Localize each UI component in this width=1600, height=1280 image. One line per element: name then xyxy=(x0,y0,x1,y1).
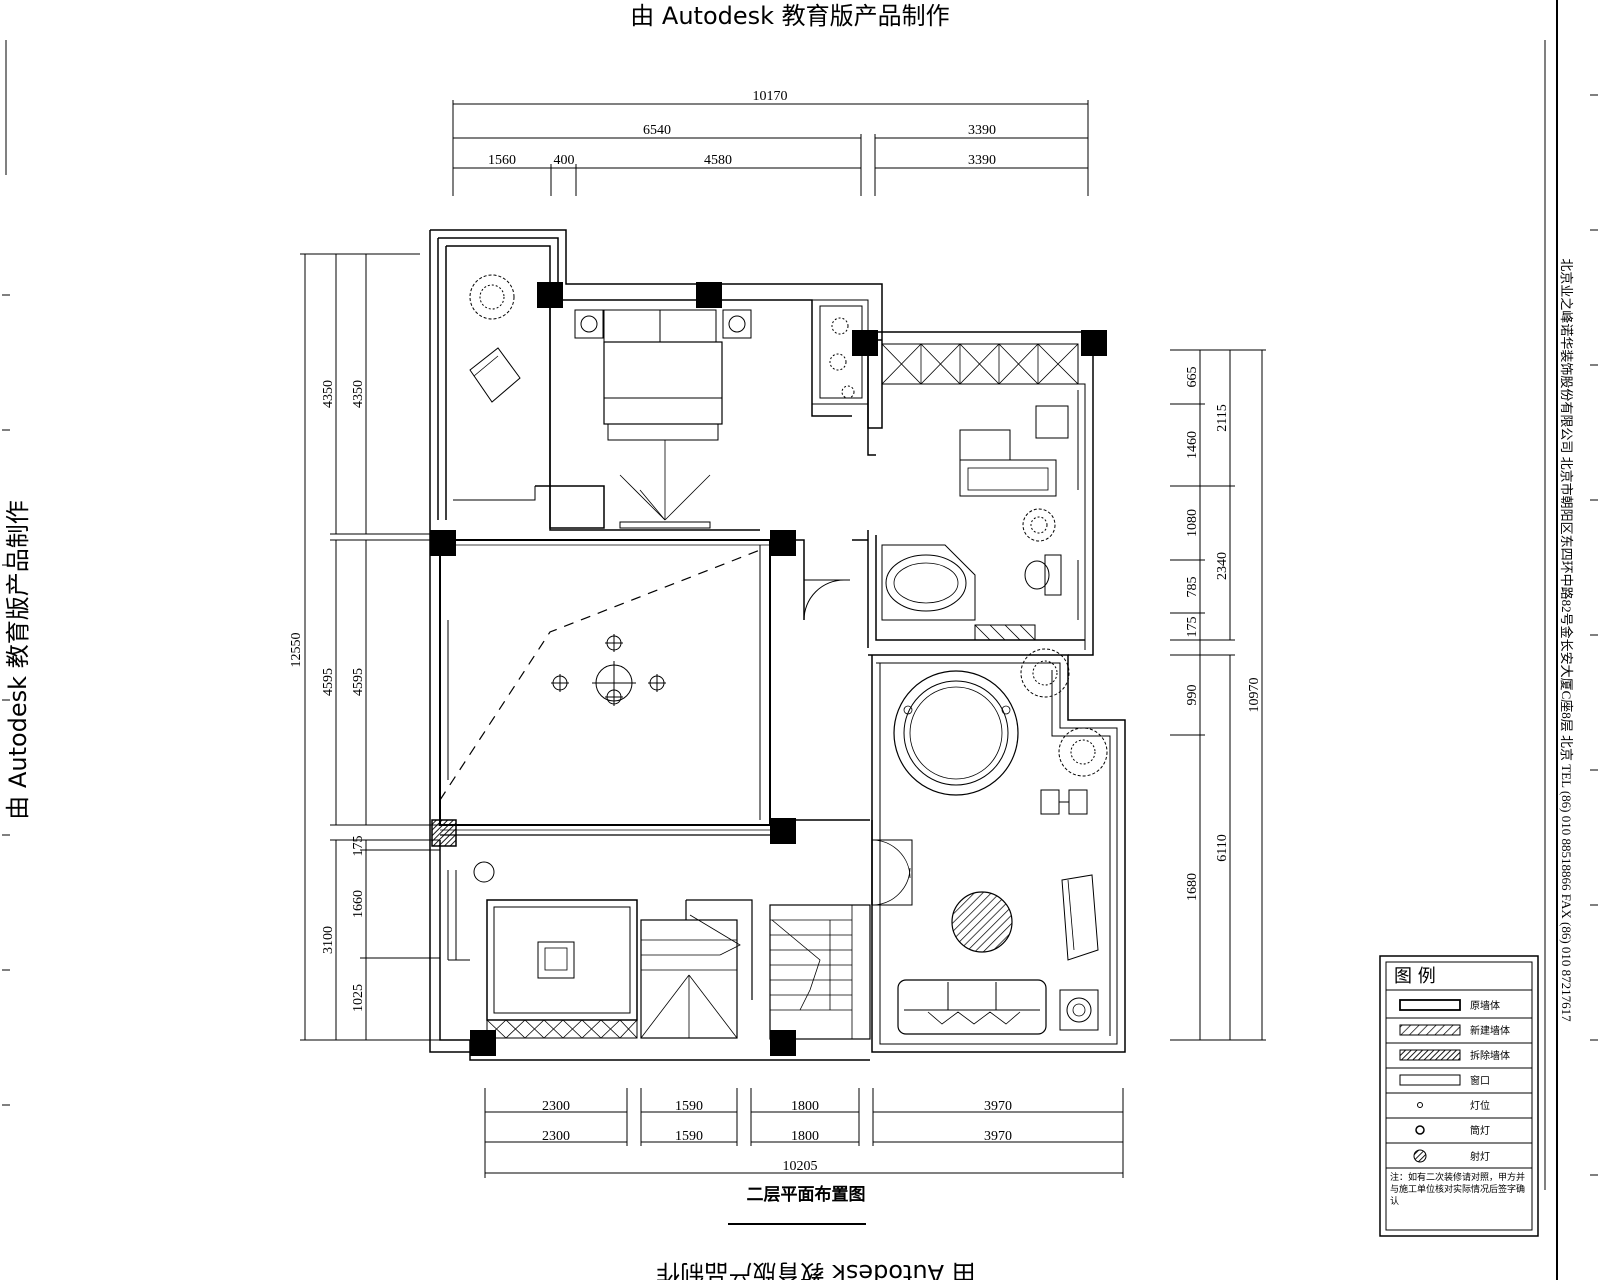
legend-item: 拆除墙体 xyxy=(1470,1049,1510,1062)
right-dimensions xyxy=(1170,349,1266,1041)
dim-bottom-d2b: 1590 xyxy=(675,1129,703,1144)
dim-left-c1: 3100 xyxy=(321,926,336,954)
legend-item: 筒灯 xyxy=(1470,1124,1490,1137)
floor-plan xyxy=(429,229,1126,1061)
dim-bottom-d2a: 1590 xyxy=(675,1099,703,1114)
dim-bottom-d1b: 2300 xyxy=(542,1129,570,1144)
dim-right-total: 10970 xyxy=(1247,678,1262,713)
legend-item: 窗口 xyxy=(1470,1074,1490,1087)
legend-item: 原墙体 xyxy=(1470,999,1500,1012)
drawing-title: 二层平面布置图 xyxy=(747,1184,866,1205)
company-info: 北京业之峰诺华装饰股份有限公司 北京市朝阳区东四环中路82号金长安大厦C座8层 … xyxy=(1559,258,1574,1022)
dim-left-b1: 4595 xyxy=(321,668,336,696)
left-ruler xyxy=(2,40,10,1106)
dim-bottom-d3a: 1800 xyxy=(791,1099,819,1114)
dim-bottom-d1a: 2300 xyxy=(542,1099,570,1114)
dim-left-a1: 4350 xyxy=(321,380,336,408)
left-dimensions xyxy=(300,253,470,1041)
dim-right-r9: 1680 xyxy=(1185,873,1200,901)
dim-bottom-total: 10205 xyxy=(783,1159,818,1174)
legend-item: 灯位 xyxy=(1470,1099,1490,1112)
legend-item: 射灯 xyxy=(1470,1151,1490,1163)
legend-note: 注：如有二次装修请对照，甲方并与施工单位核对实际情况后签字确认 xyxy=(1390,1173,1526,1207)
dim-bottom-d3b: 1800 xyxy=(791,1129,819,1144)
dim-top-total: 10170 xyxy=(753,89,788,104)
legend-item: 新建墙体 xyxy=(1470,1024,1510,1037)
watermark-top: 由 Autodesk 教育版产品制作 xyxy=(630,2,949,30)
light-fixtures xyxy=(551,634,666,706)
dim-right-r1: 665 xyxy=(1185,367,1200,388)
dim-left-c3: 1660 xyxy=(351,890,366,918)
dim-right-r6: 175 xyxy=(1185,617,1200,638)
bottom-dimensions xyxy=(484,1088,1124,1178)
dim-right-r8: 990 xyxy=(1185,685,1200,706)
dim-bottom-d4a: 3970 xyxy=(984,1099,1012,1114)
watermark-bottom: 由 Autodesk 教育版产品制作 xyxy=(656,1259,975,1280)
dim-right-r5: 785 xyxy=(1185,577,1200,598)
dim-right-r4: 1080 xyxy=(1185,509,1200,537)
dim-right-r10: 6110 xyxy=(1215,834,1230,861)
dim-left-c2: 175 xyxy=(351,836,366,857)
dim-top-c3: 4580 xyxy=(704,153,732,168)
dim-right-r7: 2340 xyxy=(1215,552,1230,580)
dim-top-a: 6540 xyxy=(643,123,671,138)
dim-left-c4: 1025 xyxy=(351,984,366,1012)
plant-icon xyxy=(469,274,1108,777)
watermark-left: 由 Autodesk 教育版产品制作 xyxy=(4,500,32,819)
legend-title: 图 例 xyxy=(1394,966,1436,987)
columns xyxy=(430,282,1107,1056)
legend-box xyxy=(1379,955,1539,1237)
dim-right-r2: 1460 xyxy=(1185,431,1200,459)
hatched-column xyxy=(431,819,457,847)
dim-right-r3: 2115 xyxy=(1215,404,1230,431)
dim-bottom-d4b: 3970 xyxy=(984,1129,1012,1144)
dim-left-a2: 4350 xyxy=(351,380,366,408)
dim-top-c1: 1560 xyxy=(488,153,516,168)
dim-left-b2: 4595 xyxy=(351,668,366,696)
top-dimensions xyxy=(452,100,1089,196)
right-ruler xyxy=(1590,94,1598,1176)
dim-top-c2: 400 xyxy=(554,153,575,168)
dim-top-c4: 3390 xyxy=(968,153,996,168)
dim-top-b: 3390 xyxy=(968,123,996,138)
dim-left-total: 12550 xyxy=(289,633,304,668)
